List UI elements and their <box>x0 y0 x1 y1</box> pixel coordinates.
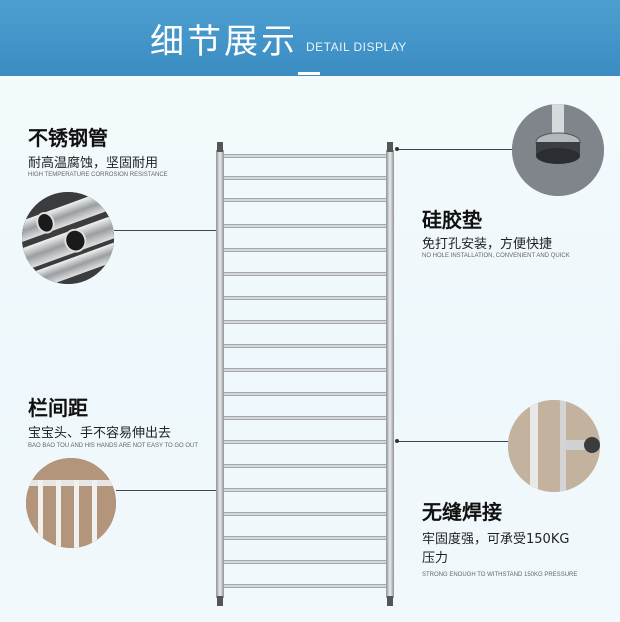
rail-rung <box>220 296 390 300</box>
header-underline <box>298 72 320 75</box>
rail-rung <box>220 512 390 516</box>
right-post <box>386 150 394 598</box>
rail-rung <box>220 416 390 420</box>
right-top-cap <box>387 142 393 152</box>
rail-rung <box>220 392 390 396</box>
feature-steel-desc: 耐高温腐蚀，坚固耐用 <box>28 156 159 171</box>
page-subtitle: DETAIL DISPLAY <box>306 40 407 54</box>
weld-leader-dot <box>395 439 399 443</box>
rail-rung <box>220 272 390 276</box>
left-top-cap <box>217 142 223 152</box>
feature-weld-desc-line2: 压力 <box>422 551 449 566</box>
rail-rung <box>220 560 390 564</box>
rail-rung <box>220 368 390 372</box>
spacing-leader-line <box>116 490 220 491</box>
rail-rung <box>220 440 390 444</box>
steel-leader-line <box>114 230 220 231</box>
feature-spacing-desc: 宝宝头、手不容易伸出去 <box>28 426 172 441</box>
silicone-pad-image <box>512 104 604 196</box>
rail-rung <box>220 248 390 252</box>
rail-rung <box>220 344 390 348</box>
rail-rung <box>220 488 390 492</box>
rail-rung <box>220 224 390 228</box>
guard-rail-product <box>216 142 394 606</box>
weld-joint-illustration <box>508 400 600 492</box>
weld-leader-line <box>398 441 508 442</box>
steel-pipe-image <box>22 192 114 284</box>
bar-spacing-illustration <box>26 458 116 548</box>
rail-rung <box>220 198 390 202</box>
feature-weld-title: 无缝焊接 <box>422 500 502 524</box>
left-foot-cap <box>217 596 223 606</box>
feature-steel-en: HIGH TEMPERATURE CORROSION RESISTANCE <box>28 172 168 178</box>
feature-spacing-title: 栏间距 <box>28 396 88 420</box>
silicone-leader-dot <box>395 147 399 151</box>
left-post <box>216 150 224 598</box>
rail-rung <box>220 464 390 468</box>
feature-steel-title: 不锈钢管 <box>28 126 108 150</box>
rail-rung <box>220 584 390 588</box>
silicone-pad-illustration <box>512 104 604 196</box>
steel-pipe-illustration <box>22 192 114 284</box>
rail-rungs <box>220 154 390 588</box>
rail-rung <box>220 320 390 324</box>
feature-spacing-en: BAO BAO TOU AND HIS HANDS ARE NOT EASY T… <box>28 443 199 449</box>
rail-rung <box>220 154 390 158</box>
rail-rung <box>220 176 390 180</box>
rail-rung <box>220 536 390 540</box>
header-banner: 细节展示 DETAIL DISPLAY <box>0 0 620 76</box>
bar-spacing-image <box>26 458 116 548</box>
feature-silicone-en: NO HOLE INSTALLATION, CONVENIENT AND QUI… <box>422 253 570 259</box>
feature-silicone-desc: 免打孔安装，方便快捷 <box>422 237 553 252</box>
page-title: 细节展示 <box>150 22 298 62</box>
silicone-leader-line <box>398 149 512 150</box>
weld-joint-image <box>508 400 600 492</box>
feature-silicone-title: 硅胶垫 <box>422 208 482 232</box>
feature-weld-desc-line1: 牢固度强，可承受150KG <box>422 532 570 547</box>
right-foot-cap <box>387 596 393 606</box>
feature-weld-en: STRONG ENOUGH TO WITHSTAND 150KG PRESSUR… <box>422 572 578 578</box>
